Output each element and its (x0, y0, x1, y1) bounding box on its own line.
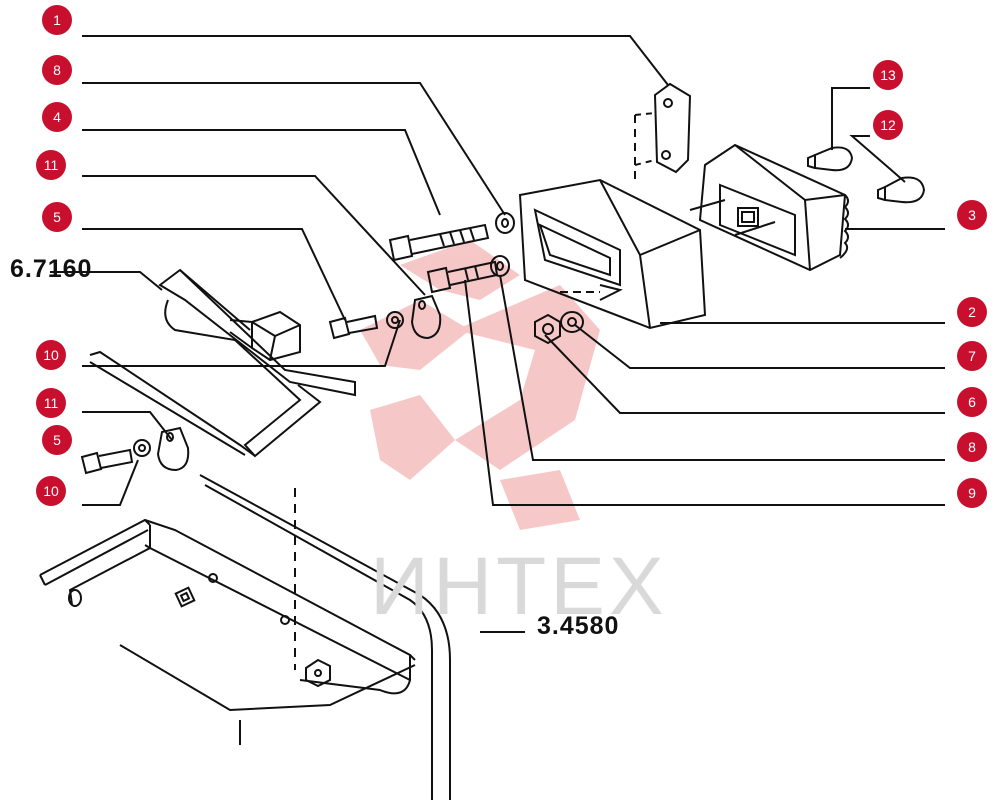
clip-11b (156, 426, 190, 472)
leader-12 (849, 135, 906, 183)
washer-10b (133, 439, 151, 457)
leader-10a (82, 319, 401, 367)
bolt-4 (388, 223, 490, 262)
callout-8-lower[interactable]: 8 (957, 432, 987, 462)
callout-5[interactable]: 5 (42, 202, 72, 232)
leader-13 (831, 87, 870, 150)
bulb-13 (807, 146, 854, 172)
bulb-12 (877, 176, 926, 204)
leader-8b (499, 274, 945, 461)
body-3-4580 (39, 474, 451, 800)
clip-11a (410, 294, 442, 340)
leader-4 (82, 129, 441, 216)
leader-8a (82, 82, 506, 216)
callout-11[interactable]: 11 (36, 150, 66, 180)
line-drawing (39, 35, 945, 800)
callout-10[interactable]: 10 (36, 340, 66, 370)
callout-9[interactable]: 9 (957, 478, 987, 508)
callout-3[interactable]: 3 (957, 200, 987, 230)
washer-7 (560, 311, 584, 333)
lamp-unit (698, 143, 847, 272)
leader-7 (574, 324, 945, 369)
reference-label-frame: 6.7160 (10, 255, 93, 283)
washer-8b (490, 255, 510, 277)
washer-10a (386, 311, 404, 329)
screw-5b (80, 448, 134, 475)
callout-13[interactable]: 13 (873, 60, 903, 90)
leader-10b (82, 459, 139, 506)
nut-6 (534, 313, 561, 345)
leader-6 (544, 334, 945, 414)
watermark-logo (360, 240, 600, 530)
leader-5a (82, 228, 346, 321)
frame-6-7160 (89, 268, 356, 458)
bolt-9 (426, 260, 499, 294)
leader-9 (464, 279, 945, 506)
callout-5-lower[interactable]: 5 (42, 425, 72, 455)
callout-8[interactable]: 8 (42, 55, 72, 85)
leader-11b (82, 411, 173, 441)
callout-7[interactable]: 7 (957, 341, 987, 371)
watermark-text: ИНТЕХ (370, 541, 668, 632)
leader-11a (82, 175, 426, 296)
washer-8a (495, 212, 515, 234)
callout-11-lower[interactable]: 11 (36, 388, 66, 418)
callout-4[interactable]: 4 (42, 102, 72, 132)
screw-5a (328, 314, 379, 340)
callout-12[interactable]: 12 (873, 110, 903, 140)
callout-1[interactable]: 1 (42, 5, 72, 35)
callout-2[interactable]: 2 (957, 297, 987, 327)
bracket-plate (653, 82, 692, 174)
leader-1 (82, 35, 669, 86)
leader-frame (50, 271, 163, 291)
reference-label-body: 3.4580 (537, 612, 620, 640)
callout-6[interactable]: 6 (957, 387, 987, 417)
callout-10-lower[interactable]: 10 (36, 476, 66, 506)
